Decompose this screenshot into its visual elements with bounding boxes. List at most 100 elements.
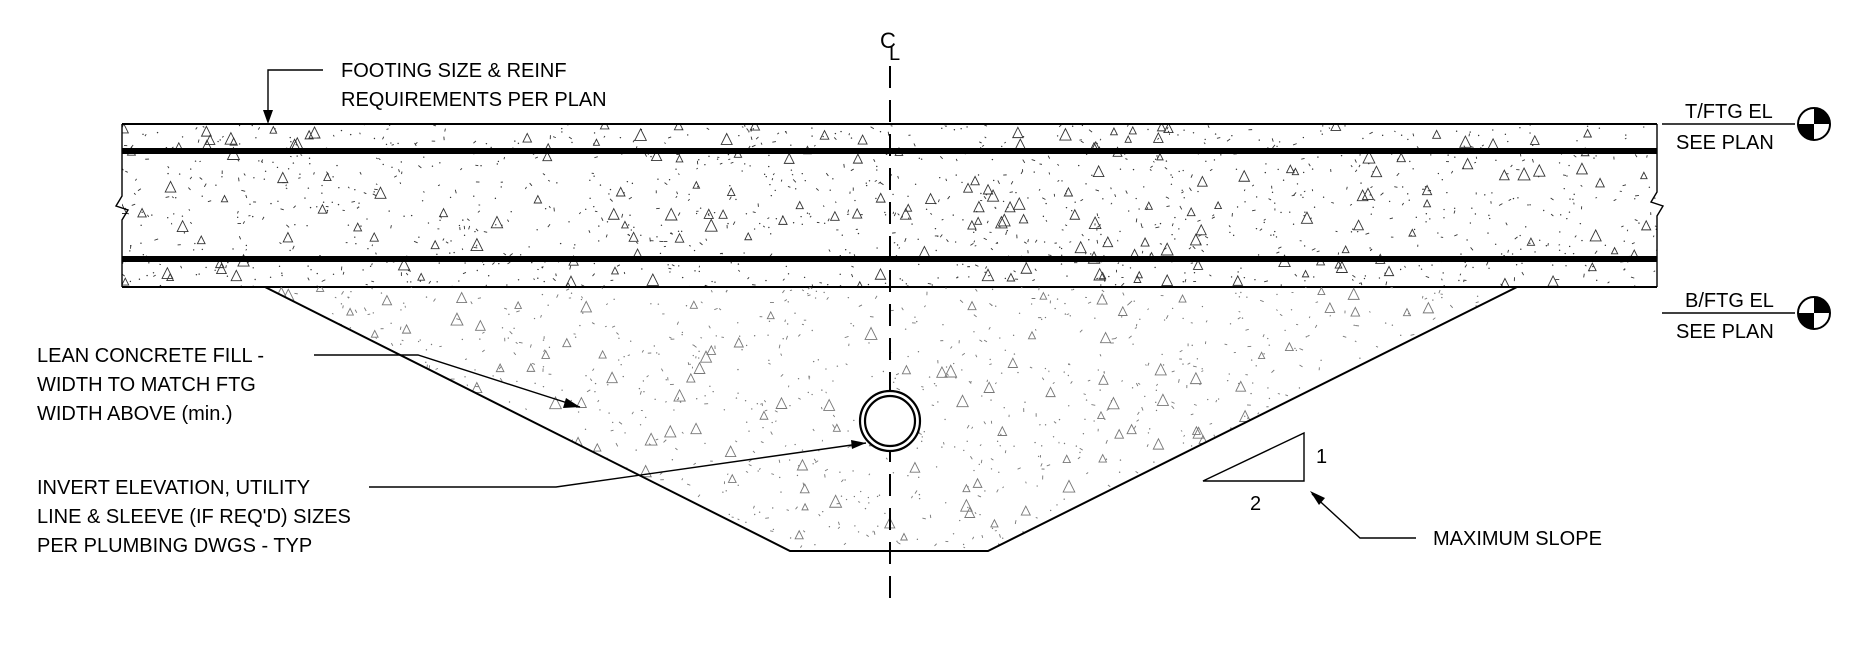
concrete-aggregate [801, 323, 805, 326]
concrete-aggregate [1575, 162, 1589, 175]
concrete-aggregate [526, 362, 536, 372]
concrete-aggregate [433, 298, 436, 302]
concrete-aggregate [475, 228, 479, 232]
concrete-aggregate [1165, 315, 1169, 319]
concrete-aggregate [1626, 229, 1629, 232]
concrete-aggregate [1595, 155, 1597, 157]
concrete-aggregate [988, 326, 991, 330]
concrete-aggregate [681, 331, 684, 334]
concrete-aggregate [1023, 241, 1027, 244]
concrete-aggregate [340, 303, 343, 305]
concrete-aggregate [1170, 183, 1173, 186]
concrete-aggregate [780, 353, 783, 356]
concrete-aggregate [840, 130, 842, 133]
concrete-aggregate [1347, 287, 1360, 300]
concrete-aggregate [309, 163, 311, 165]
concrete-aggregate [705, 238, 708, 241]
concrete-aggregate [873, 531, 876, 535]
concrete-aggregate [340, 129, 343, 132]
concrete-aggregate [1235, 292, 1237, 295]
concrete-aggregate [589, 378, 593, 382]
concrete-aggregate [1060, 247, 1063, 250]
concrete-aggregate [1630, 276, 1635, 279]
concrete-aggregate [1104, 280, 1106, 282]
concrete-aggregate [1558, 162, 1561, 164]
concrete-aggregate [623, 356, 625, 358]
concrete-aggregate [850, 322, 852, 325]
concrete-aggregate [1066, 275, 1068, 277]
concrete-aggregate [749, 124, 761, 131]
concrete-aggregate [381, 294, 393, 306]
concrete-aggregate [728, 513, 731, 516]
concrete-aggregate [640, 128, 643, 131]
concrete-aggregate [996, 440, 999, 443]
concrete-aggregate [984, 124, 988, 127]
concrete-aggregate [285, 187, 288, 190]
concrete-aggregate [1401, 202, 1404, 206]
concrete-aggregate [1054, 307, 1056, 310]
concrete-aggregate [1077, 456, 1081, 460]
concrete-aggregate [354, 236, 356, 238]
concrete-aggregate [847, 209, 850, 213]
concrete-aggregate [709, 385, 711, 387]
concrete-aggregate [783, 152, 795, 164]
concrete-aggregate [1604, 244, 1607, 247]
concrete-aggregate [905, 283, 908, 285]
concrete-aggregate [726, 187, 736, 197]
concrete-aggregate [129, 250, 131, 252]
concrete-aggregate [737, 518, 740, 521]
concrete-aggregate [438, 207, 449, 218]
concrete-aggregate [628, 234, 631, 237]
concrete-aggregate [1289, 211, 1291, 213]
concrete-aggregate [342, 305, 344, 309]
concrete-aggregate [925, 208, 928, 210]
concrete-aggregate [390, 142, 392, 144]
concrete-aggregate [1014, 520, 1017, 525]
concrete-aggregate [598, 240, 600, 242]
concrete-aggregate [581, 284, 585, 287]
concrete-aggregate [1532, 163, 1546, 177]
concrete-aggregate [931, 404, 935, 406]
concrete-aggregate [719, 252, 723, 255]
concrete-aggregate [852, 470, 854, 472]
concrete-aggregate [1515, 264, 1518, 266]
concrete-aggregate [658, 353, 660, 355]
concrete-aggregate [1461, 157, 1474, 170]
top-elevation-label: T/FTG EL [1685, 101, 1773, 123]
concrete-aggregate [1124, 135, 1133, 143]
concrete-aggregate [1268, 397, 1271, 400]
concrete-aggregate [237, 159, 240, 162]
concrete-aggregate [1203, 142, 1206, 145]
concrete-aggregate [956, 264, 959, 266]
concrete-aggregate [1623, 240, 1625, 242]
concrete-aggregate [698, 350, 700, 353]
concrete-aggregate [911, 223, 913, 225]
concrete-aggregate [1020, 171, 1023, 175]
concrete-aggregate [962, 263, 964, 265]
concrete-aggregate [1229, 231, 1231, 234]
concrete-aggregate [1264, 280, 1269, 283]
concrete-aggregate [692, 354, 694, 357]
concrete-aggregate [1653, 270, 1656, 273]
concrete-aggregate [189, 221, 193, 225]
concrete-aggregate [770, 194, 773, 197]
concrete-aggregate [999, 534, 1001, 538]
concrete-aggregate [1484, 194, 1486, 196]
concrete-aggregate [812, 463, 814, 465]
concrete-aggregate [522, 132, 533, 143]
concrete-aggregate [822, 510, 824, 513]
concrete-aggregate [1328, 127, 1331, 129]
concrete-aggregate [1064, 224, 1068, 227]
concrete-aggregate [970, 243, 974, 246]
concrete-aggregate [1102, 198, 1104, 200]
concrete-aggregate [959, 498, 973, 512]
concrete-aggregate [1399, 268, 1402, 271]
concrete-aggregate [747, 277, 750, 280]
concrete-aggregate [1182, 442, 1185, 444]
concrete-aggregate [1237, 271, 1239, 273]
concrete-aggregate [1302, 171, 1305, 174]
concrete-aggregate [1070, 380, 1073, 384]
concrete-aggregate [945, 502, 947, 504]
concrete-aggregate [1299, 348, 1304, 351]
max-slope-leader [1310, 491, 1416, 539]
